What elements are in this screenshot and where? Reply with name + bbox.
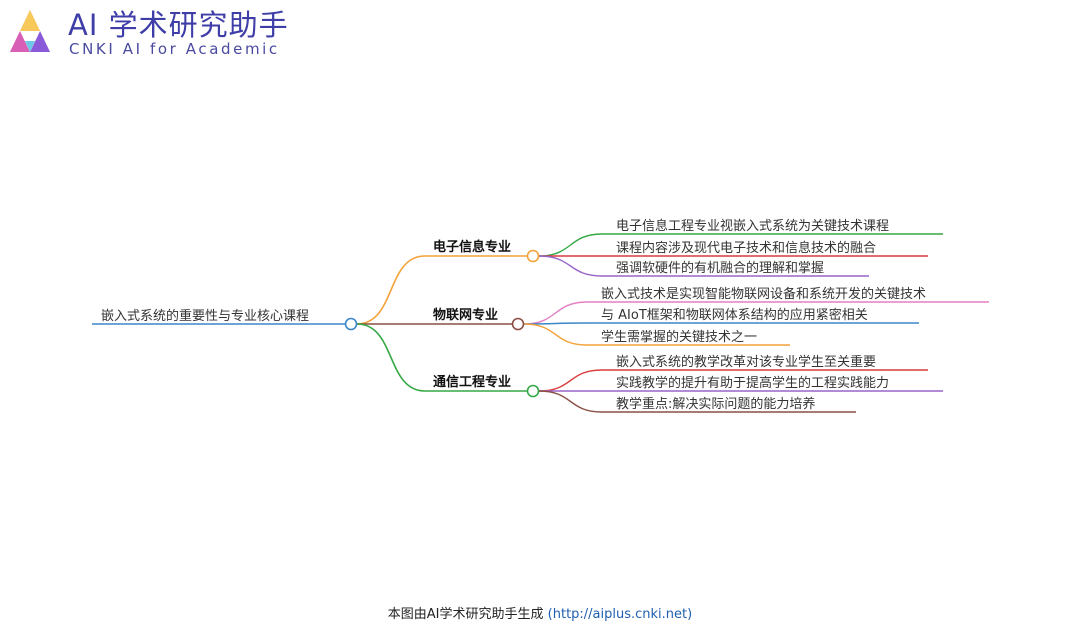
leaf-link	[538, 369, 603, 392]
branch-link	[356, 255, 426, 325]
branch-label: 通信工程专业	[433, 374, 511, 390]
branch-label: 电子信息专业	[433, 239, 511, 255]
leaf-label: 与 AIoT框架和物联网体系结构的应用紧密相关	[601, 307, 868, 323]
leaf-label: 实践教学的提升有助于提高学生的工程实践能力	[616, 375, 889, 391]
leaf-label: 学生需掌握的关键技术之一	[601, 329, 757, 345]
branch-label: 物联网专业	[433, 307, 498, 323]
leaf-link	[523, 323, 588, 346]
leaf-link	[523, 301, 588, 325]
leaf-label: 强调软硬件的有机融合的理解和掌握	[616, 260, 824, 276]
root-label: 嵌入式系统的重要性与专业核心课程	[101, 308, 309, 324]
branch-node-circle	[526, 249, 540, 263]
leaf-label: 课程内容涉及现代电子技术和信息技术的融合	[616, 240, 876, 256]
cnki-logo-icon	[8, 8, 52, 58]
brand-subtitle: CNKI AI for Academic	[69, 40, 280, 58]
brand-title: AI 学术研究助手	[68, 8, 289, 42]
root-node-circle	[344, 317, 358, 331]
leaf-label: 嵌入式系统的教学改革对该专业学生至关重要	[616, 354, 876, 370]
leaf-link	[538, 255, 603, 277]
footer-link[interactable]: (http://aiplus.cnki.net)	[547, 607, 693, 622]
leaf-label: 嵌入式技术是实现智能物联网设备和系统开发的关键技术	[601, 286, 926, 302]
leaf-link	[538, 233, 603, 257]
branch-node-circle	[526, 384, 540, 398]
leaf-link	[538, 390, 603, 413]
footer-text: 本图由AI学术研究助手生成	[387, 607, 548, 622]
branch-link	[356, 323, 426, 392]
leaf-label: 教学重点:解决实际问题的能力培养	[616, 396, 815, 412]
branch-node-circle	[511, 317, 525, 331]
footer: 本图由AI学术研究助手生成 (http://aiplus.cnki.net)	[0, 603, 1080, 622]
leaf-label: 电子信息工程专业视嵌入式系统为关键技术课程	[616, 218, 889, 234]
